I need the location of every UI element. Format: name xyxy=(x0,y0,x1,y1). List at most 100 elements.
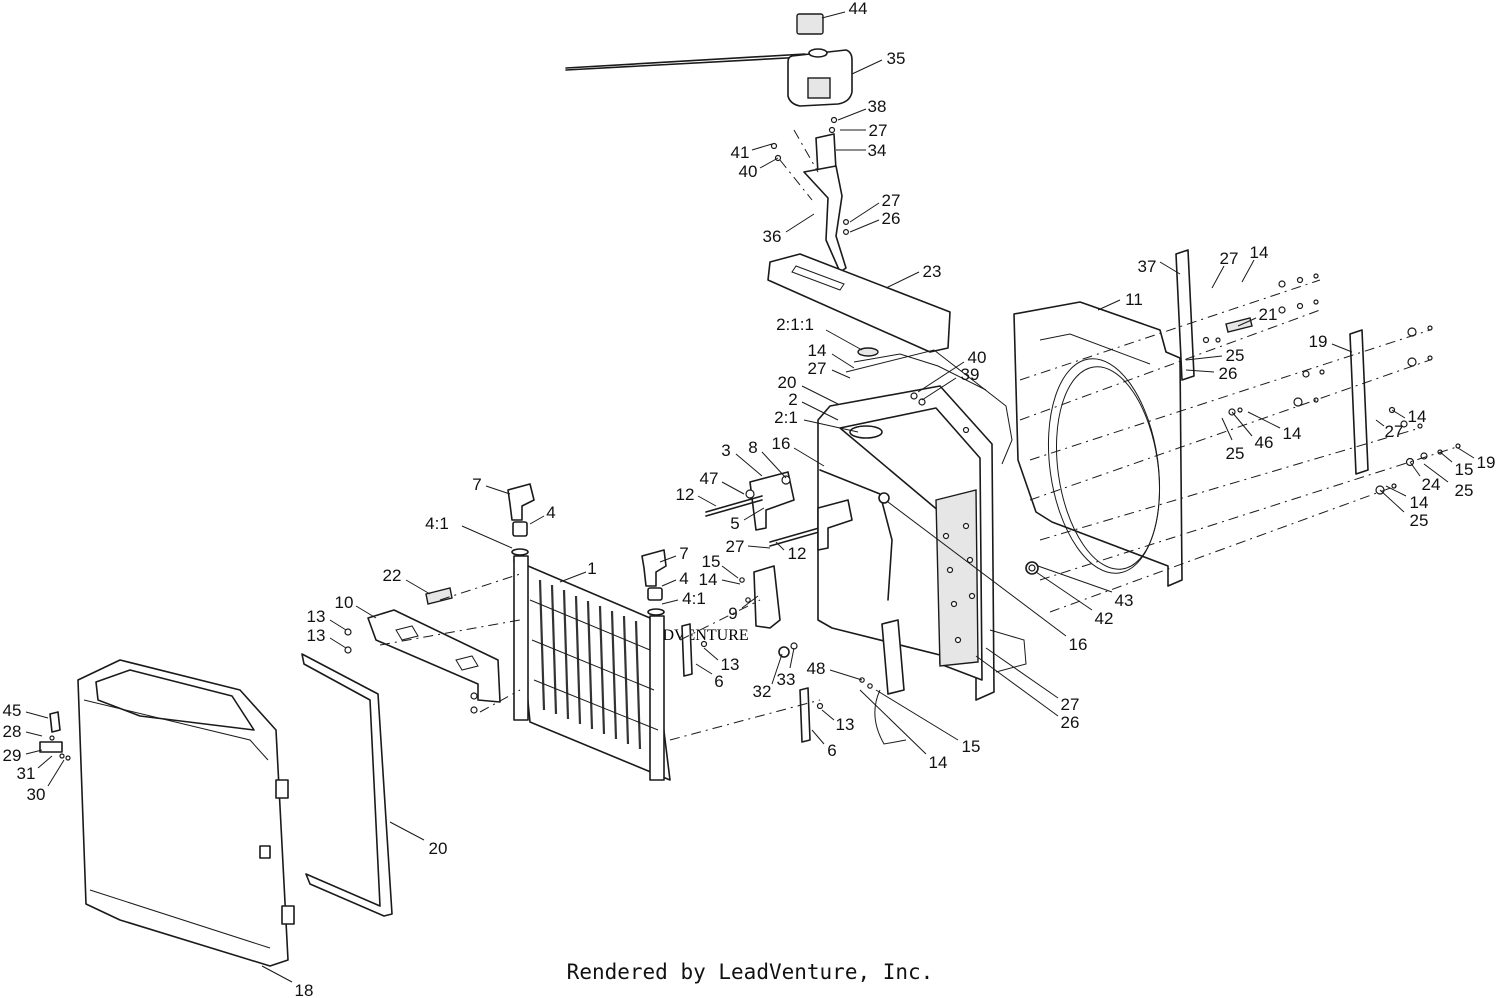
callout-leader xyxy=(785,213,815,233)
callout-leader xyxy=(761,451,787,479)
callout-leader xyxy=(1375,419,1385,427)
callout-label: 27 xyxy=(882,191,901,210)
callout-leader xyxy=(461,525,513,549)
part-11-fan-shroud-plate xyxy=(1013,301,1183,587)
callout-label: 14 xyxy=(1250,243,1269,262)
part-22-gasket xyxy=(425,587,453,605)
callout-label: 14 xyxy=(1410,493,1429,512)
callout-label: 16 xyxy=(772,434,791,453)
callout-leader xyxy=(789,647,795,669)
part-32-washer xyxy=(778,646,790,658)
callout-leader xyxy=(775,541,785,551)
part-42-43-fitting xyxy=(1025,561,1039,575)
callout-label: 29 xyxy=(3,746,22,765)
callout-label: 25 xyxy=(1226,346,1245,365)
callout-label: 13 xyxy=(307,607,326,626)
callout-label: 14 xyxy=(1408,407,1427,426)
callout-label: 6 xyxy=(714,672,723,691)
callout-leader xyxy=(801,385,839,405)
callout-leader xyxy=(661,599,679,605)
callout-leader xyxy=(885,271,920,289)
callout-leader xyxy=(1237,317,1257,327)
callout-label: 12 xyxy=(676,485,695,504)
callout-label: 10 xyxy=(335,593,354,612)
callout-label: 2:1:1 xyxy=(776,315,814,334)
callout-label: 20 xyxy=(778,373,797,392)
callout-label: 27 xyxy=(1061,695,1080,714)
callout-leader xyxy=(1097,299,1121,311)
callout-label: 45 xyxy=(3,701,22,720)
callout-label: 14 xyxy=(699,570,718,589)
part-16-rod xyxy=(819,469,893,601)
part-44-cap xyxy=(796,13,824,35)
callout-label: 4 xyxy=(679,569,688,588)
callout-leader xyxy=(389,821,425,841)
callout-leader xyxy=(25,749,43,755)
callout-label: 35 xyxy=(887,49,906,68)
callout-leader xyxy=(1159,261,1181,275)
callout-label: 14 xyxy=(1283,424,1302,443)
callout-leader xyxy=(829,669,863,681)
callout-label: 48 xyxy=(807,659,826,678)
callout-leader xyxy=(1409,461,1421,477)
callout-label: 15 xyxy=(962,737,981,756)
callout-label: 4:1 xyxy=(425,514,449,533)
callout-leader xyxy=(1247,411,1281,429)
part-21-gasket xyxy=(1225,317,1253,333)
callout-label: 47 xyxy=(700,469,719,488)
callout-leader xyxy=(851,59,883,75)
callout-leader xyxy=(1439,451,1453,463)
callout-label: 28 xyxy=(3,722,22,741)
callout-leader xyxy=(741,595,759,609)
callout-leader xyxy=(47,759,65,787)
callout-leader xyxy=(695,663,713,675)
callout-leader xyxy=(1231,411,1253,437)
callout-leader xyxy=(975,655,1059,717)
callout-leader xyxy=(1037,565,1113,593)
callout-leader xyxy=(1423,463,1449,483)
callout-leader xyxy=(831,369,851,379)
callout-leader xyxy=(529,515,545,525)
callout-label: 33 xyxy=(777,670,796,689)
callout-label: 27 xyxy=(1385,422,1404,441)
part-45-latch-hardware xyxy=(39,711,71,761)
callout-leader xyxy=(831,353,855,369)
callout-leader xyxy=(747,545,771,549)
callout-leader xyxy=(849,219,880,233)
callout-leader xyxy=(1211,265,1225,289)
callout-label: 26 xyxy=(1061,713,1080,732)
part-6-bracket-upper xyxy=(681,623,693,677)
callout-label: 43 xyxy=(1115,591,1134,610)
callout-label: 36 xyxy=(763,227,782,246)
callout-leader xyxy=(1185,369,1215,373)
callout-label: 32 xyxy=(753,682,772,701)
callout-leader xyxy=(825,329,863,351)
callout-label: 41 xyxy=(731,143,750,162)
callout-leader xyxy=(405,579,431,595)
callout-leader xyxy=(735,453,763,477)
callout-leader xyxy=(329,637,347,649)
callout-leader xyxy=(743,507,765,521)
callout-label: 7 xyxy=(472,475,481,494)
part-48-center-plate xyxy=(881,619,905,695)
part-35-overflow-tank xyxy=(565,48,853,107)
part-1-cooler-core xyxy=(513,555,671,781)
callout-leader xyxy=(821,709,835,721)
callout-leader xyxy=(37,755,53,769)
callout-label: 38 xyxy=(868,97,887,116)
callout-leader xyxy=(661,579,677,587)
callout-label: 25 xyxy=(1410,511,1429,530)
part-10-cooler-mount-bracket xyxy=(344,609,501,714)
callout-leader xyxy=(1185,355,1223,361)
callout-leader xyxy=(793,447,825,467)
callout-label: 42 xyxy=(1095,609,1114,628)
callout-leader xyxy=(821,11,846,19)
callout-leader xyxy=(25,731,43,737)
callout-leader xyxy=(1331,343,1353,353)
callout-leader xyxy=(811,729,825,745)
callout-label: 27 xyxy=(869,121,888,140)
callout-label: 31 xyxy=(17,764,36,783)
callout-label: 26 xyxy=(1219,364,1238,383)
callout-label: 19 xyxy=(1309,332,1328,351)
callout-leader xyxy=(329,619,347,631)
